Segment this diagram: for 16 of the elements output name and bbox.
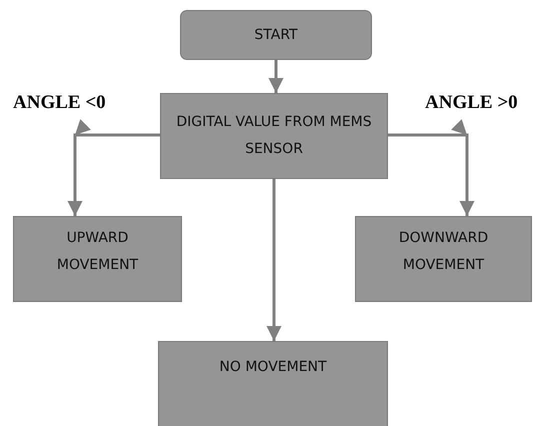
process-box [13,216,182,302]
process-box [158,341,388,426]
node-text: DOWNWARD MOVEMENT [398,229,490,275]
arrow [266,179,282,341]
start-box [180,10,372,60]
arrow [68,119,160,216]
condition-label: ANGLE >0 [425,92,518,114]
arrow [388,119,474,216]
process-box [160,93,388,179]
node-text: DIGITAL VALUE FROM MEMS SENSOR [175,113,373,159]
condition-label: ANGLE <0 [13,92,106,114]
process-box [355,216,532,302]
node-text: START [254,26,298,45]
node-text: NO MOVEMENT [219,358,327,377]
node-text: UPWARD MOVEMENT [56,229,140,275]
arrow [268,60,284,93]
